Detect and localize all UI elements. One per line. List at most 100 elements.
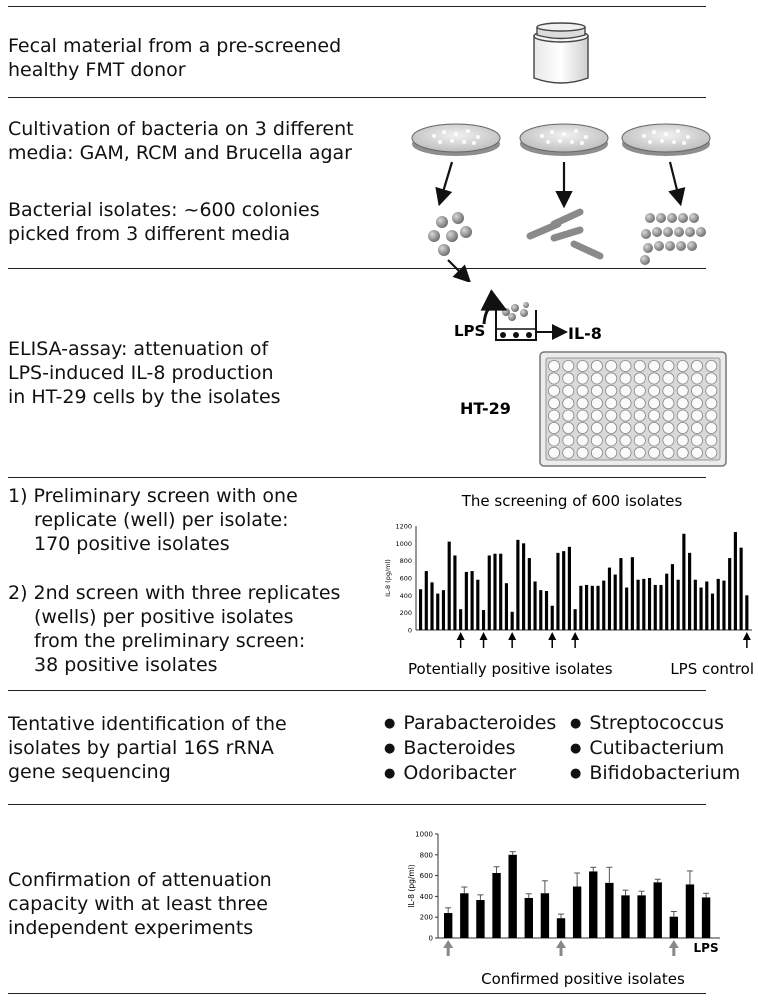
plate-well <box>662 397 675 410</box>
section-divider <box>8 804 706 805</box>
plate-well <box>605 421 618 434</box>
petri-dish-gam <box>411 123 501 156</box>
bar <box>733 532 737 630</box>
plate-well <box>648 409 661 422</box>
bar <box>630 557 634 630</box>
x-axis-label: Confirmed positive isolates <box>481 970 685 988</box>
bar <box>710 593 715 630</box>
y-tick-label: 0 <box>429 935 433 943</box>
plate-well <box>633 372 646 385</box>
step-confirmation: Confirmation of attenuation capacity wit… <box>8 869 272 939</box>
plate-well <box>690 409 703 422</box>
genus-streptococcus: ●Streptococcus <box>570 712 724 734</box>
plate-well <box>590 372 603 385</box>
plate-well <box>590 360 603 373</box>
bar <box>544 591 549 630</box>
plate-well <box>662 384 675 397</box>
bar <box>508 854 517 938</box>
plate-well <box>576 360 589 373</box>
plate-well <box>548 360 561 373</box>
step-bacterial-isolates: Bacterial isolates: ~600 colonies picked… <box>8 199 320 245</box>
plate-well <box>648 446 661 459</box>
genus-bifidobacterium: ●Bifidobacterium <box>570 762 741 784</box>
bar <box>621 895 630 938</box>
plate-well <box>590 409 603 422</box>
confirmed-arrowhead <box>443 940 454 948</box>
plate-well <box>548 384 561 397</box>
bar <box>419 589 423 630</box>
plate-well <box>648 384 661 397</box>
y-tick-label: 0 <box>408 627 412 635</box>
cocci-bacteria-icon <box>428 212 472 256</box>
bar <box>524 897 533 938</box>
plate-well <box>548 421 561 434</box>
plate-well <box>576 384 589 397</box>
plate-well <box>676 372 689 385</box>
plate-well <box>562 372 575 385</box>
plate-well <box>690 421 703 434</box>
bar <box>613 574 617 630</box>
bar <box>670 564 675 630</box>
bar <box>464 571 468 630</box>
bar <box>665 573 669 630</box>
highlight-arrowhead <box>508 632 517 640</box>
plate-well <box>662 446 675 459</box>
bar <box>636 579 640 630</box>
plate-well <box>648 397 661 410</box>
plate-well <box>619 360 632 373</box>
plate-well <box>705 384 718 397</box>
plate-well <box>633 421 646 434</box>
bar <box>728 558 732 630</box>
bar <box>481 610 486 630</box>
petri-dish-brucella <box>621 123 711 156</box>
plate-well <box>705 434 718 447</box>
screening-bar-chart: The screening of 600 isolates02004006008… <box>384 492 754 678</box>
plate-well <box>590 434 603 447</box>
bar <box>539 590 543 630</box>
bar <box>676 579 680 630</box>
plate-well <box>705 372 718 385</box>
bar <box>589 871 598 938</box>
plate-well <box>590 446 603 459</box>
highlight-arrowhead <box>456 632 465 640</box>
plate-well <box>562 384 575 397</box>
lps-tick-label: LPS <box>694 941 719 955</box>
plate-well <box>605 409 618 422</box>
plate-well <box>576 434 589 447</box>
plate-well <box>605 434 618 447</box>
plate-well <box>705 397 718 410</box>
section-divider <box>8 477 706 478</box>
plate-well <box>576 397 589 410</box>
bar <box>556 918 566 938</box>
bar <box>647 578 652 630</box>
plate-well <box>690 372 703 385</box>
bar <box>441 590 446 630</box>
y-tick-label: 800 <box>400 557 412 565</box>
plate-well <box>605 446 618 459</box>
plate-well <box>619 421 632 434</box>
bar <box>522 543 526 630</box>
elisa-plate-illustration: LPS IL-8 HT-29 <box>454 289 727 467</box>
bar <box>499 553 503 630</box>
plate-well <box>590 397 603 410</box>
bar <box>504 583 509 630</box>
plate-well <box>619 434 632 447</box>
y-tick-label: 1200 <box>395 523 412 531</box>
bar <box>572 886 582 938</box>
plate-well <box>705 409 718 422</box>
bar <box>562 551 566 630</box>
bar <box>701 897 711 938</box>
bar <box>585 584 589 630</box>
plate-well <box>605 372 618 385</box>
y-tick-label: 800 <box>420 851 433 859</box>
plate-well <box>548 446 561 459</box>
plate-well <box>676 421 689 434</box>
chain-bacteria-icon <box>640 213 706 265</box>
plate-well <box>676 397 689 410</box>
bar <box>590 585 594 630</box>
step-identification: Tentative identification of the isolates… <box>8 713 287 783</box>
y-tick-label: 400 <box>400 592 412 600</box>
bar <box>487 555 491 630</box>
plate-well <box>576 409 589 422</box>
bar <box>470 571 474 630</box>
